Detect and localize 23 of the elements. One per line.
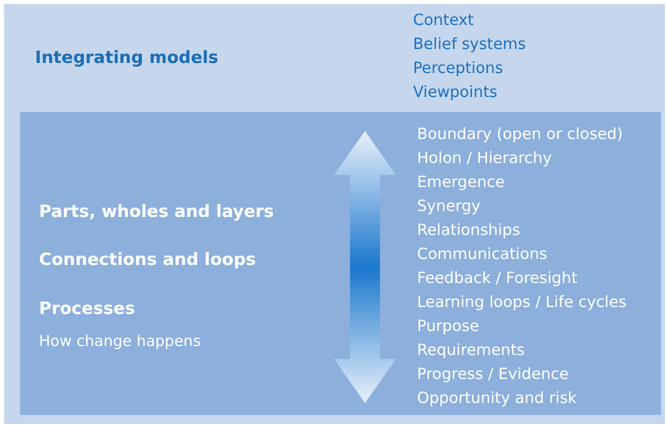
list-item: Emergence [417, 175, 505, 190]
list-item: Context [413, 13, 474, 28]
list-item: Feedback / Foresight [417, 271, 578, 286]
panel-heading: Processes [39, 301, 136, 318]
list-item: Relationships [417, 223, 520, 238]
inner-panel [20, 112, 661, 415]
list-item: Progress / Evidence [417, 367, 569, 382]
list-item: Learning loops / Life cycles [417, 295, 626, 310]
list-item: Boundary (open or closed) [417, 127, 623, 142]
list-item: Purpose [417, 319, 480, 334]
panel-heading: Parts, wholes and layers [39, 204, 274, 221]
list-item: Viewpoints [413, 85, 498, 100]
panel-heading: Connections and loops [39, 252, 256, 269]
list-item: Holon / Hierarchy [417, 151, 552, 166]
subheading-text: How change happens [39, 334, 201, 349]
list-item: Communications [417, 247, 548, 262]
panel-heading: Integrating models [35, 50, 218, 67]
list-item: Synergy [417, 199, 480, 214]
list-item: Belief systems [413, 37, 526, 52]
list-item: Requirements [417, 343, 525, 358]
list-item: Opportunity and risk [417, 391, 577, 406]
outer-panel [4, 4, 665, 424]
list-item: Perceptions [413, 61, 504, 76]
